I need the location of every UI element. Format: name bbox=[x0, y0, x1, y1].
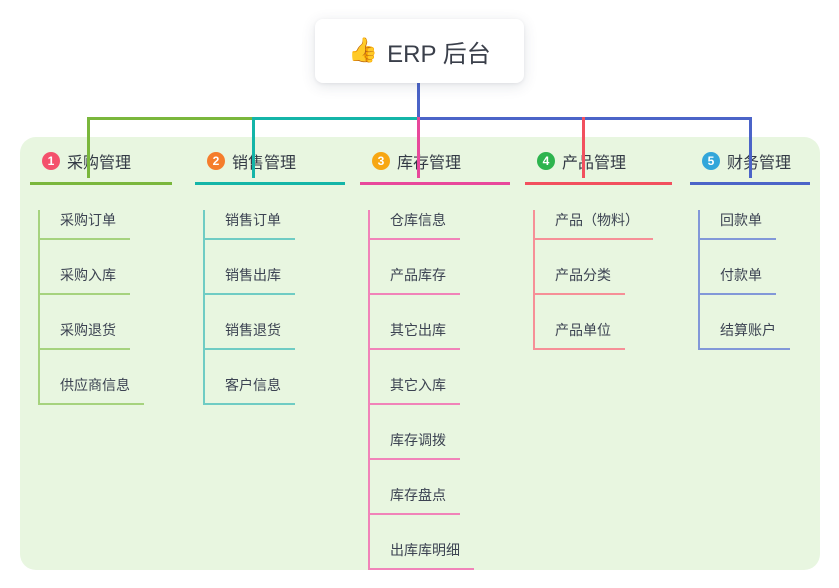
connector-hsegment-green bbox=[87, 117, 254, 120]
branch: 1 采购管理采购订单采购入库采购退货供应商信息 bbox=[30, 149, 172, 405]
root-connector-stem bbox=[417, 83, 420, 119]
branch-children: 回款单付款单结算账户 bbox=[698, 210, 810, 350]
child-node[interactable]: 付款单 bbox=[700, 265, 776, 295]
child-node[interactable]: 销售出库 bbox=[205, 265, 295, 295]
child-node[interactable]: 采购订单 bbox=[40, 210, 130, 240]
branch-label: 财务管理 bbox=[727, 155, 792, 172]
child-node[interactable]: 回款单 bbox=[700, 210, 776, 240]
branch-number-badge: 3 bbox=[372, 152, 390, 170]
root-node[interactable]: 👍 ERP 后台 bbox=[315, 19, 524, 83]
child-node[interactable]: 其它入库 bbox=[370, 375, 460, 405]
branch-number-badge: 5 bbox=[702, 152, 720, 170]
child-node[interactable]: 产品（物料） bbox=[535, 210, 653, 240]
branch: 4 产品管理产品（物料） 产品分类产品单位 bbox=[525, 149, 672, 350]
child-node[interactable]: 产品分类 bbox=[535, 265, 625, 295]
branch-header[interactable]: 4 产品管理 bbox=[525, 149, 672, 185]
branch: 2 销售管理销售订单销售出库销售退货客户信息 bbox=[195, 149, 345, 405]
branch-header[interactable]: 3 库存管理 bbox=[360, 149, 510, 185]
branch-children: 采购订单采购入库采购退货供应商信息 bbox=[38, 210, 172, 405]
root-title: ERP 后台 bbox=[387, 40, 491, 68]
child-node[interactable]: 库存盘点 bbox=[370, 485, 460, 515]
branch-drop-line bbox=[417, 117, 420, 178]
connector-hsegment-teal bbox=[252, 117, 418, 120]
branch-number-badge: 4 bbox=[537, 152, 555, 170]
child-node[interactable]: 产品库存 bbox=[370, 265, 460, 295]
branch: 3 库存管理仓库信息产品库存其它出库其它入库库存调拨库存盘点出库库明细 bbox=[360, 149, 510, 570]
branch-number-badge: 1 bbox=[42, 152, 60, 170]
branch-header[interactable]: 1 采购管理 bbox=[30, 149, 172, 185]
branch-drop-line bbox=[87, 117, 90, 178]
thumbs-up-icon: 👍 bbox=[348, 37, 379, 64]
branch-children: 销售订单销售出库销售退货客户信息 bbox=[203, 210, 345, 405]
branch-label: 采购管理 bbox=[67, 155, 132, 172]
branch-number-badge: 2 bbox=[207, 152, 225, 170]
branch-header[interactable]: 2 销售管理 bbox=[195, 149, 345, 185]
child-node[interactable]: 仓库信息 bbox=[370, 210, 460, 240]
branch-drop-line bbox=[252, 117, 255, 178]
child-node[interactable]: 产品单位 bbox=[535, 320, 625, 350]
branch-drop-line bbox=[582, 117, 585, 178]
child-node[interactable]: 库存调拨 bbox=[370, 430, 460, 460]
child-node[interactable]: 其它出库 bbox=[370, 320, 460, 350]
branch-drop-line bbox=[749, 117, 752, 178]
child-node[interactable]: 客户信息 bbox=[205, 375, 295, 405]
child-node[interactable]: 销售退货 bbox=[205, 320, 295, 350]
branch-label: 产品管理 bbox=[562, 155, 627, 172]
child-node[interactable]: 结算账户 bbox=[700, 320, 790, 350]
branch-label: 销售管理 bbox=[232, 155, 297, 172]
child-node[interactable]: 采购入库 bbox=[40, 265, 130, 295]
child-node[interactable]: 销售订单 bbox=[205, 210, 295, 240]
branch-children: 仓库信息产品库存其它出库其它入库库存调拨库存盘点出库库明细 bbox=[368, 210, 510, 570]
branch: 5 财务管理回款单付款单结算账户 bbox=[690, 149, 810, 350]
child-node[interactable]: 供应商信息 bbox=[40, 375, 144, 405]
child-node[interactable]: 采购退货 bbox=[40, 320, 130, 350]
child-node[interactable]: 出库库明细 bbox=[370, 540, 474, 570]
branches-panel: 1 采购管理采购订单采购入库采购退货供应商信息 2 销售管理销售订单销售出库销售退货客… bbox=[20, 137, 820, 570]
branch-label: 库存管理 bbox=[397, 155, 462, 172]
branch-children: 产品（物料） 产品分类产品单位 bbox=[533, 210, 672, 350]
branch-header[interactable]: 5 财务管理 bbox=[690, 149, 810, 185]
